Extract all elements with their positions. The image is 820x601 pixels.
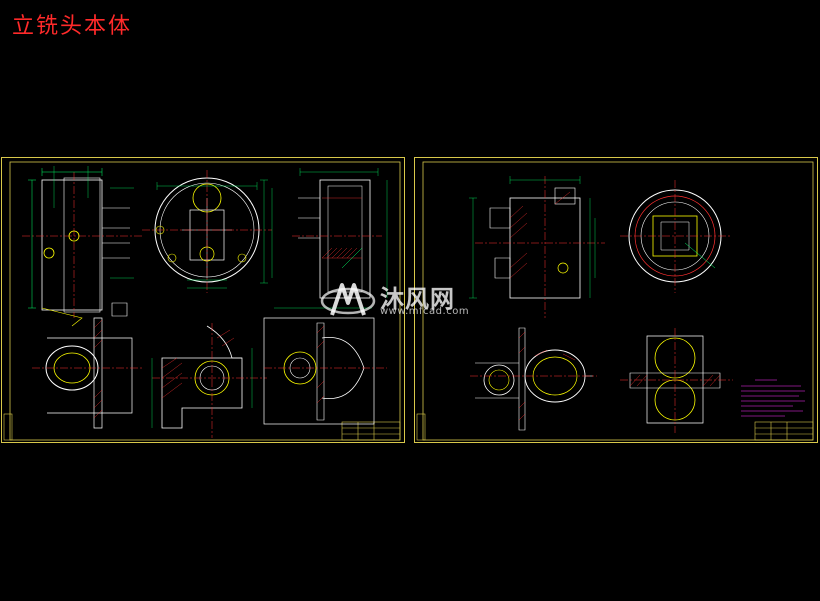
drawing-sheet-right[interactable] [414, 157, 818, 443]
watermark-url: www.mfcad.com [380, 306, 470, 317]
view-assembly-circular [620, 180, 730, 293]
view-assembly-section-b [620, 328, 733, 433]
title-block [754, 421, 814, 441]
view-section-b [151, 323, 267, 438]
drawing-canvas-right [416, 161, 814, 441]
view-section-a [32, 302, 142, 429]
watermark-brand: 沐风网 [380, 285, 455, 313]
view-circular-plan [142, 170, 273, 293]
drawing-canvas-left [3, 161, 401, 441]
page-title: 立铣头本体 [12, 14, 133, 39]
view-side-elevation [22, 166, 142, 318]
watermark: 沐风网 www.mfcad.com [318, 275, 518, 325]
title-block [341, 421, 401, 441]
view-assembly-elevation [469, 176, 605, 318]
inner-frame [9, 161, 401, 441]
drawing-sheet-left[interactable] [1, 157, 405, 443]
view-assembly-section-a [470, 327, 597, 431]
view-section-c [263, 307, 387, 425]
mfcad-logo-icon [320, 283, 376, 316]
technical-notes [741, 379, 805, 417]
inner-frame [422, 161, 814, 441]
